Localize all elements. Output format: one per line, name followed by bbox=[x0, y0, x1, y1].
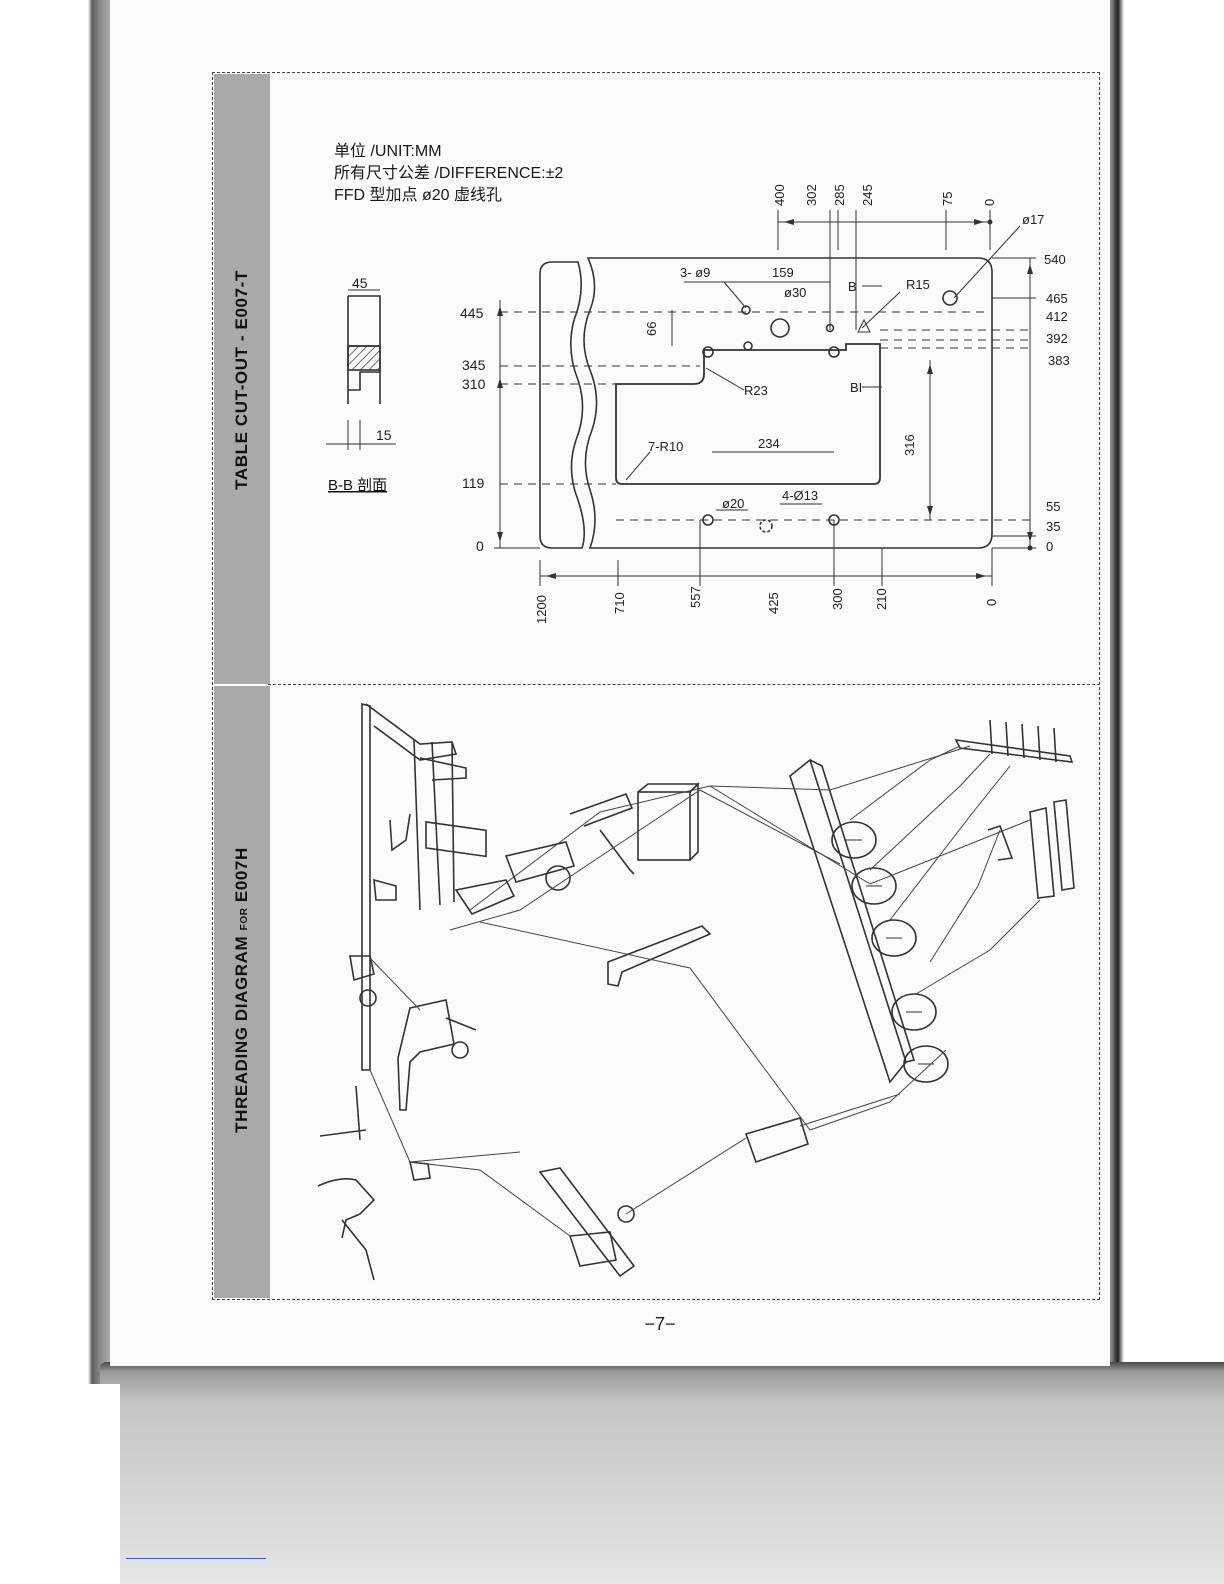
label-r15: R15 bbox=[906, 277, 930, 292]
top-dim-400: 400 bbox=[772, 184, 787, 206]
label-hole-20: ø20 bbox=[722, 496, 744, 511]
label-dim-316: 316 bbox=[902, 434, 917, 456]
left-dim-310: 310 bbox=[462, 376, 486, 392]
scan-link-underline bbox=[126, 1558, 266, 1559]
label-r10: 7-R10 bbox=[648, 439, 683, 454]
section-hatch bbox=[348, 346, 380, 370]
bottom-dim-1200: 1200 bbox=[534, 595, 549, 624]
label-dim-234: 234 bbox=[758, 436, 780, 451]
section-dim-width: 45 bbox=[352, 275, 368, 291]
label-r23: R23 bbox=[744, 383, 768, 398]
right-dim-392: 392 bbox=[1046, 331, 1068, 346]
right-dim-412: 412 bbox=[1046, 309, 1068, 324]
bottom-dim-425: 425 bbox=[766, 592, 781, 614]
page-number: −7− bbox=[600, 1314, 720, 1335]
top-dim-245: 245 bbox=[860, 184, 875, 206]
bottom-dim-710: 710 bbox=[612, 592, 627, 614]
top-dim-302: 302 bbox=[804, 184, 819, 206]
label-dim-159: 159 bbox=[772, 265, 794, 280]
cutout-opening bbox=[616, 344, 880, 484]
top-dim-75: 75 bbox=[940, 192, 955, 206]
right-dim-465: 465 bbox=[1046, 291, 1068, 306]
threading-diagram-title: THREADING DIAGRAM FOR E007H bbox=[232, 847, 252, 1133]
bottom-dim-210: 210 bbox=[874, 588, 889, 610]
right-dim-55: 55 bbox=[1046, 499, 1060, 514]
thread-stand-rod bbox=[362, 704, 370, 1070]
scan-shadow-bottom bbox=[100, 1362, 1224, 1584]
top-dim-285: 285 bbox=[832, 184, 847, 206]
tension-knobs bbox=[832, 822, 948, 1082]
right-dim-540: 540 bbox=[1044, 252, 1066, 267]
threading-diagram bbox=[270, 690, 1100, 1296]
left-dim-0: 0 bbox=[476, 538, 484, 554]
left-dim-445: 445 bbox=[460, 305, 484, 321]
section-caption: B-B 剖面 bbox=[328, 477, 387, 494]
table-left-edge bbox=[540, 262, 584, 548]
label-holes-9: 3- ø9 bbox=[680, 265, 710, 280]
left-dim-119: 119 bbox=[462, 475, 485, 491]
bottom-dim-557: 557 bbox=[688, 586, 703, 608]
label-holes-13: 4-Ø13 bbox=[782, 488, 818, 503]
right-dim-383: 383 bbox=[1048, 353, 1070, 368]
top-dim-0: 0 bbox=[982, 199, 997, 206]
table-cutout-drawing: 45 15 B-B 剖面 400 302 285 245 75 0 1200 7… bbox=[0, 0, 1224, 690]
label-section-b2: BI bbox=[850, 380, 862, 395]
right-dim-0: 0 bbox=[1046, 539, 1053, 554]
bottom-dim-300: 300 bbox=[830, 588, 845, 610]
label-hole-30: ø30 bbox=[784, 285, 806, 300]
left-dim-345: 345 bbox=[462, 357, 486, 373]
section-dim-depth: 15 bbox=[376, 427, 392, 443]
scan-margin-bottom-left bbox=[0, 1384, 120, 1584]
label-hole-17: ø17 bbox=[1022, 212, 1044, 227]
right-dim-35: 35 bbox=[1046, 519, 1060, 534]
bottom-dim-0: 0 bbox=[984, 599, 999, 606]
label-section-b1: B bbox=[848, 279, 857, 294]
label-dim-66: 66 bbox=[644, 322, 659, 336]
